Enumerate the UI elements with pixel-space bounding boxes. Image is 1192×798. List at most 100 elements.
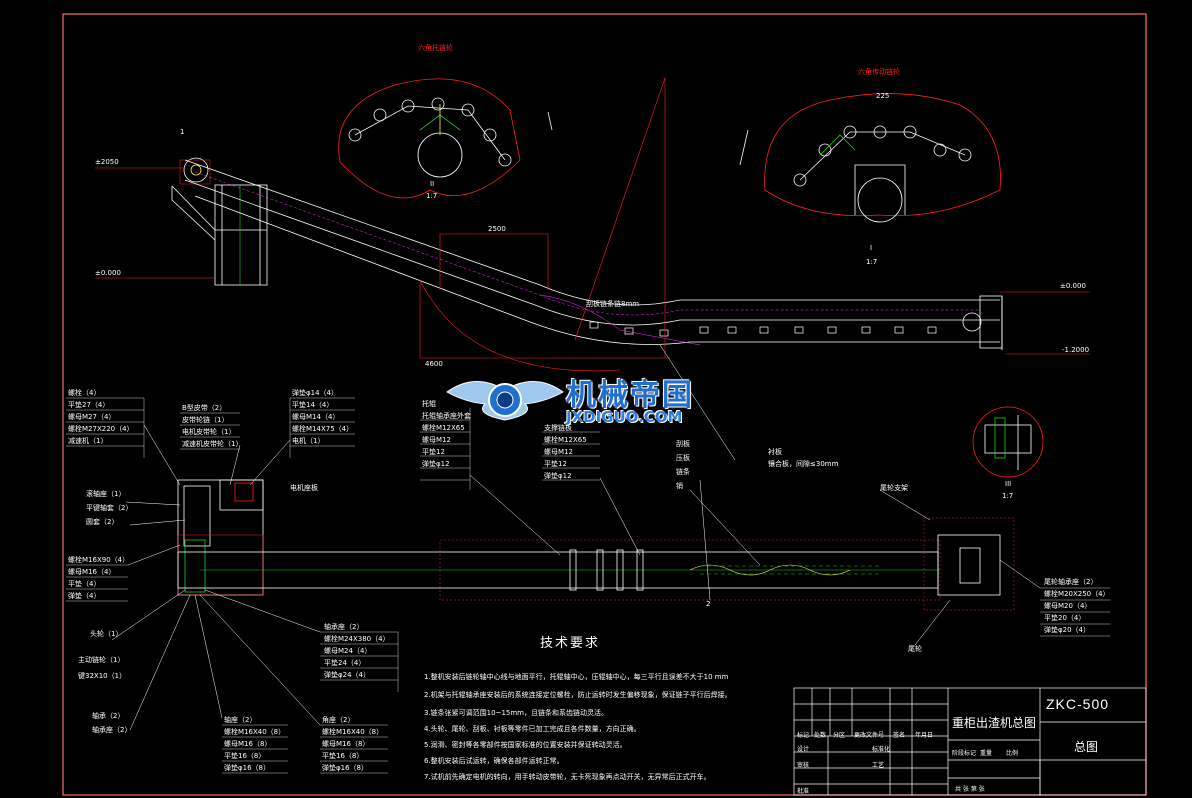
tb-cell: 分区 bbox=[833, 732, 846, 739]
list-item: 弹垫φ24（4） bbox=[324, 671, 370, 679]
note-item: 5.润滑、密封等各零部件按国家标准的位置安装并保证转动灵活。 bbox=[424, 741, 627, 749]
note-item: 3.链条张紧可调范围10~15mm，且链条和系齿链动灵活。 bbox=[424, 709, 608, 717]
callout-1: 1 bbox=[180, 128, 185, 136]
trough-top bbox=[184, 159, 1000, 306]
list-item: 螺母M12 bbox=[544, 448, 573, 456]
detail-ii bbox=[338, 78, 553, 199]
head-sprocket bbox=[183, 157, 209, 183]
detail-i bbox=[739, 93, 1001, 223]
chain-label: 刮板链条链8mm bbox=[586, 300, 640, 308]
list-item: 螺母M14（4） bbox=[292, 413, 340, 421]
section-i-scale: 1:7 bbox=[866, 258, 878, 266]
drive-unit bbox=[177, 479, 264, 596]
list-item: 螺栓M16X40（8） bbox=[224, 728, 286, 736]
list-item: 螺栓M20X250（4） bbox=[1044, 590, 1110, 598]
tail-sprocket bbox=[962, 312, 982, 332]
tb-cell: 审核 bbox=[797, 762, 810, 769]
list-item: 刮板 bbox=[676, 440, 690, 448]
section-i-label: I bbox=[870, 244, 873, 252]
list-item: 滚轴座（1） bbox=[86, 490, 126, 498]
list-item: 键32X10（1） bbox=[78, 672, 127, 680]
tb-cell: 标记 bbox=[797, 732, 810, 739]
note-item: 4.头轮、尾轮、刮板、衬板等零件已加工完成且各件数量，方向正确。 bbox=[424, 725, 641, 733]
list-item: 平垫16（8） bbox=[322, 752, 364, 760]
drawing-title: 重柜出渣机总图 bbox=[952, 716, 1037, 730]
tb-cell: 更改文件号 bbox=[854, 732, 885, 739]
list-item: 平垫12 bbox=[544, 460, 567, 468]
note-item: 2.机架与托辊轴承座安装后的系统连接定位螺栓，防止运转时发生偏移现象，保证链子平… bbox=[424, 691, 732, 699]
tb-cell: 重量 bbox=[980, 750, 993, 757]
lining-label: 衬板 bbox=[768, 448, 782, 456]
list-item: 螺栓M16X40（8） bbox=[322, 728, 384, 736]
tb-cell: 设计 bbox=[797, 746, 810, 753]
list-item: 螺栓M27X220（4） bbox=[68, 425, 134, 433]
elevation-right-bottom: -1.2000 bbox=[1062, 346, 1090, 354]
list-item: 平垫20（4） bbox=[1044, 614, 1086, 622]
watermark-cn: 机械帝国 bbox=[566, 378, 694, 413]
section-iii-scale: 1:7 bbox=[1002, 492, 1014, 500]
tb-cell: 比例 bbox=[1006, 750, 1019, 757]
detail-iii bbox=[972, 406, 1044, 478]
tb-cell: 标准化 bbox=[872, 746, 891, 753]
note-item: 7.试机前先确定电机的转向，用手转动皮带轮，无卡死现象再点动开关，无异常后正式开… bbox=[424, 773, 711, 781]
watermark-en: JXDIGUO.COM bbox=[566, 408, 683, 426]
list-item: 链条 bbox=[676, 468, 690, 476]
elevation-lines bbox=[95, 77, 1090, 372]
list-item: 轴承座（2） bbox=[324, 623, 364, 631]
motor-mount-label: 电机座板 bbox=[290, 484, 318, 492]
list-rules bbox=[66, 397, 1110, 774]
list-item: 螺母M24（4） bbox=[324, 647, 372, 655]
detail-right-label: 六角传动链轮 bbox=[858, 68, 900, 76]
drawing-subtitle: 总图 bbox=[1074, 740, 1099, 754]
list-item: 弹垫φ12 bbox=[544, 472, 572, 480]
notes-title: 技术要求 bbox=[540, 636, 601, 651]
section-ii-label: II bbox=[430, 180, 435, 188]
note-item: 1.整机安装后链轮轴中心线与地面平行，托辊轴中心，压辊轴中心，每三平行且误差不大… bbox=[424, 673, 729, 681]
list-item: 销 bbox=[676, 482, 683, 490]
tail-label-2: 尾轮 bbox=[908, 645, 922, 653]
list-item: 支撑链板 bbox=[544, 424, 572, 432]
list-item: 螺栓（4） bbox=[68, 389, 101, 397]
trough-bottom bbox=[194, 195, 1000, 345]
list-item: 弹垫φ14（4） bbox=[292, 389, 338, 397]
list-item: 圆套（2） bbox=[86, 518, 119, 526]
list-item: 减速机皮带轮（1） bbox=[182, 440, 243, 448]
tb-cell: 处数 bbox=[814, 732, 827, 739]
watermark-emblem bbox=[446, 381, 564, 421]
tail-label: 尾轮支架 bbox=[880, 484, 908, 492]
section-ii-scale: 1:7 bbox=[426, 192, 438, 200]
note-item: 6.整机安装后试运转，确保各部件运转正常。 bbox=[424, 757, 564, 765]
section-iii-label: III bbox=[1005, 480, 1012, 488]
list-item: 尾轮轴承座（2） bbox=[1044, 578, 1098, 586]
list-item: 平垫16（8） bbox=[224, 752, 266, 760]
leader-lines bbox=[111, 344, 1041, 731]
tb-cell: 工艺 bbox=[872, 762, 885, 769]
list-item: 轴座（2） bbox=[224, 716, 257, 724]
tb-cell: 批准 bbox=[797, 788, 810, 795]
tb-cell: 阶段标记 bbox=[952, 750, 977, 757]
tb-cell: 年月日 bbox=[915, 732, 934, 739]
callout-2: 2 bbox=[706, 600, 711, 608]
list-item: B型皮带（2） bbox=[182, 404, 227, 412]
list-item: 轴承座（2） bbox=[92, 726, 132, 734]
conveyor-elevation bbox=[171, 157, 1003, 350]
elevation-left-zero: ±0.000 bbox=[95, 269, 121, 277]
list-item: 螺母M16（4） bbox=[68, 568, 116, 576]
list-item: 减速机（1） bbox=[68, 437, 108, 445]
head-support-frame bbox=[214, 184, 268, 286]
title-block bbox=[793, 687, 1147, 796]
list-item: 电机（1） bbox=[292, 437, 325, 445]
list-item: 螺母M16（8） bbox=[322, 740, 370, 748]
list-item: 皮带轮链（1） bbox=[182, 416, 229, 424]
list-item: 电机皮带轮（1） bbox=[182, 428, 236, 436]
elevation-top-left: ±2050 bbox=[95, 158, 119, 166]
dim-225: 225 bbox=[876, 92, 890, 100]
list-item: 角座（2） bbox=[322, 716, 355, 724]
list-item: 螺栓M14X75（4） bbox=[292, 425, 354, 433]
tb-cell: 共 张 第 张 bbox=[955, 786, 985, 793]
list-item: 螺栓M16X90（4） bbox=[68, 556, 130, 564]
list-item: 弹垫（4） bbox=[68, 592, 101, 600]
plan-view bbox=[177, 479, 1015, 611]
list-item: 平键轴套（2） bbox=[86, 504, 133, 512]
tb-cell: 签名 bbox=[893, 732, 906, 739]
